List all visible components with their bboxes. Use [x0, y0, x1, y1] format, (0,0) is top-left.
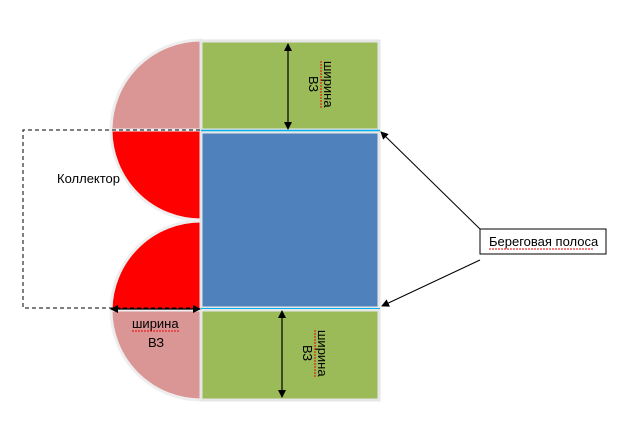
shore-strip-label: Береговая полоса: [489, 234, 599, 249]
wpz-text: ВЗ: [306, 76, 321, 92]
collector-wpz-text: ВЗ: [148, 335, 164, 350]
collector-width-word: ширина: [132, 316, 179, 331]
wpz-text: ВЗ: [300, 345, 315, 361]
upper-red-quarter: [109, 128, 203, 222]
water-body: [199, 130, 381, 310]
lower-collector-semicircle: [109, 219, 203, 402]
upper-width-label: ширина ВЗ: [306, 61, 336, 109]
lower-width-label: ширина ВЗ: [300, 330, 330, 378]
width-word: ширина: [315, 330, 330, 377]
shore-callout-arrow-lower: [381, 259, 481, 307]
lower-pink-quarter: [109, 308, 203, 402]
width-word: ширина: [321, 61, 336, 108]
upper-water-protection-zone: [199, 39, 381, 132]
lower-water-protection-zone: [199, 308, 381, 402]
collector-label: Коллектор: [57, 171, 120, 186]
lower-red-quarter: [109, 219, 203, 312]
shore-callout-arrow-upper: [380, 131, 481, 230]
upper-pink-quarter: [109, 38, 203, 132]
shore-strip-callout-box: [479, 228, 607, 255]
